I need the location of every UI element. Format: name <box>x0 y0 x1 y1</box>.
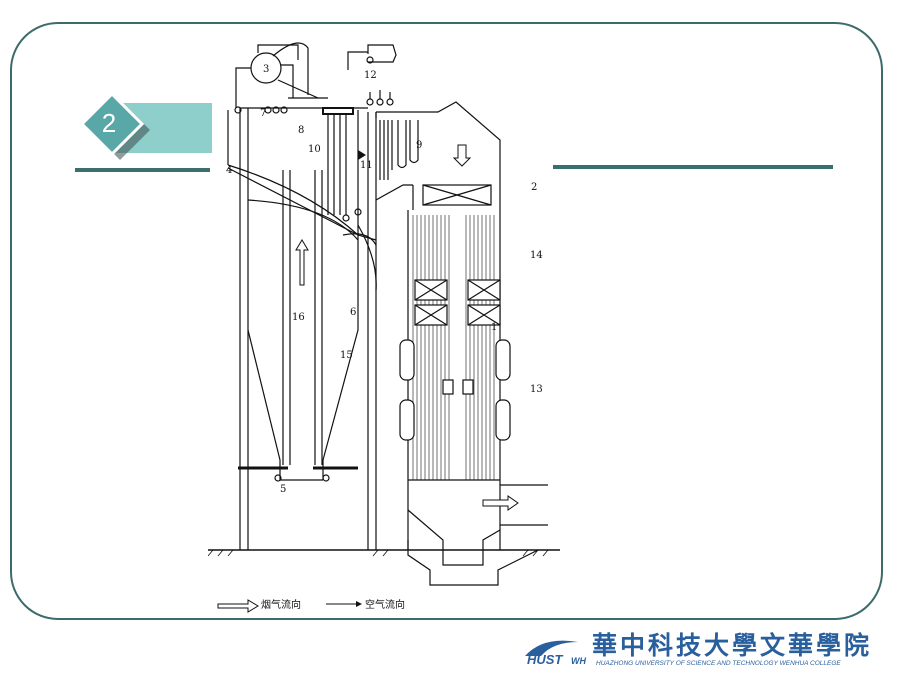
label-10: 10 <box>308 144 321 155</box>
legend-flue-gas: 烟气流向 <box>261 598 301 611</box>
label-11: 11 <box>360 160 373 171</box>
logo-chinese-name: 華中科技大學文華學院 <box>592 631 873 660</box>
slide-frame <box>10 22 883 620</box>
label-1: 1 <box>491 322 497 333</box>
logo-wh: WH <box>571 656 586 666</box>
title-rule-right <box>553 165 833 169</box>
label-4: 4 <box>226 165 232 176</box>
label-12: 12 <box>364 70 377 81</box>
label-5: 5 <box>280 484 286 495</box>
label-9: 9 <box>416 140 422 151</box>
label-16: 16 <box>292 312 305 323</box>
label-2: 2 <box>531 182 537 193</box>
section-number: 2 <box>101 108 117 138</box>
label-7: 7 <box>260 108 266 119</box>
label-15: 15 <box>340 350 353 361</box>
label-3: 3 <box>263 64 269 75</box>
section-badge-icon <box>80 92 150 160</box>
hust-logo-icon: HUST WH <box>525 640 586 667</box>
label-14: 14 <box>530 250 543 261</box>
logo-abbr: HUST <box>527 652 563 667</box>
label-8: 8 <box>298 125 304 136</box>
label-13: 13 <box>530 384 543 395</box>
title-rule-left <box>75 168 210 172</box>
label-6: 6 <box>350 307 356 318</box>
logo-english-name: HUAZHONG UNIVERSITY OF SCIENCE AND TECHN… <box>596 660 841 667</box>
legend-air: 空气流向 <box>365 598 405 611</box>
boiler-diagram: 1 2 3 4 5 6 7 8 9 10 11 12 13 14 15 16 烟… <box>208 42 560 613</box>
